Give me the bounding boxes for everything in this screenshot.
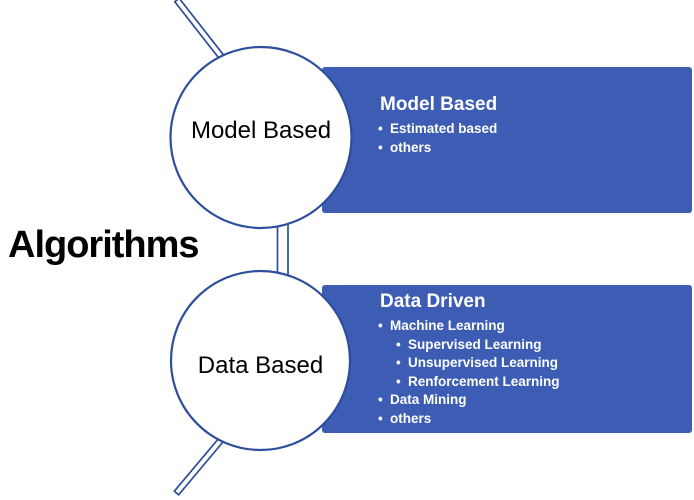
bullet-icon: •: [378, 410, 383, 426]
list-item-label: others: [390, 139, 432, 155]
list-item-label: Data Mining: [390, 392, 467, 407]
bullet-icon: •: [378, 139, 383, 155]
bullet-icon: •: [396, 373, 401, 389]
model-box-content: Model Based • Estimated based • others: [322, 67, 692, 213]
list-item: • Unsupervised Learning: [396, 354, 692, 373]
bullet-icon: •: [378, 392, 383, 407]
bullet-icon: •: [396, 355, 401, 370]
list-item-label: Estimated based: [390, 121, 498, 136]
model-detail-box: [322, 67, 692, 213]
list-item: • Estimated based: [378, 120, 692, 139]
list-item-label: Unsupervised Learning: [408, 355, 559, 370]
data-box-content: Data Driven • Machine Learning • Supervi…: [322, 285, 692, 433]
list-item: • others: [378, 410, 692, 429]
list-item: • Data Mining: [378, 391, 692, 410]
list-item: • Supervised Learning: [396, 336, 692, 355]
list-item-label: Machine Learning: [390, 318, 505, 333]
bullet-icon: •: [396, 336, 401, 352]
list-item: • Renforcement Learning: [396, 373, 692, 392]
data-box-title: Data Driven: [380, 291, 486, 312]
data-detail-box: [322, 285, 692, 433]
bullet-icon: •: [378, 121, 383, 136]
diagram-title: Algorithms: [8, 224, 200, 266]
list-item-label: Renforcement Learning: [408, 373, 560, 389]
data-bullet-list: • Machine Learning • Supervised Learning…: [378, 317, 692, 428]
connector-middle-vertical: [276, 221, 289, 279]
model-box-title: Model Based: [380, 94, 498, 115]
list-item-label: Supervised Learning: [408, 336, 542, 352]
list-item: • Machine Learning: [378, 317, 692, 336]
list-item-label: others: [390, 410, 432, 426]
model-bullet-list: • Estimated based • others: [378, 120, 692, 157]
bullet-icon: •: [378, 318, 383, 333]
list-item: • others: [378, 139, 692, 158]
